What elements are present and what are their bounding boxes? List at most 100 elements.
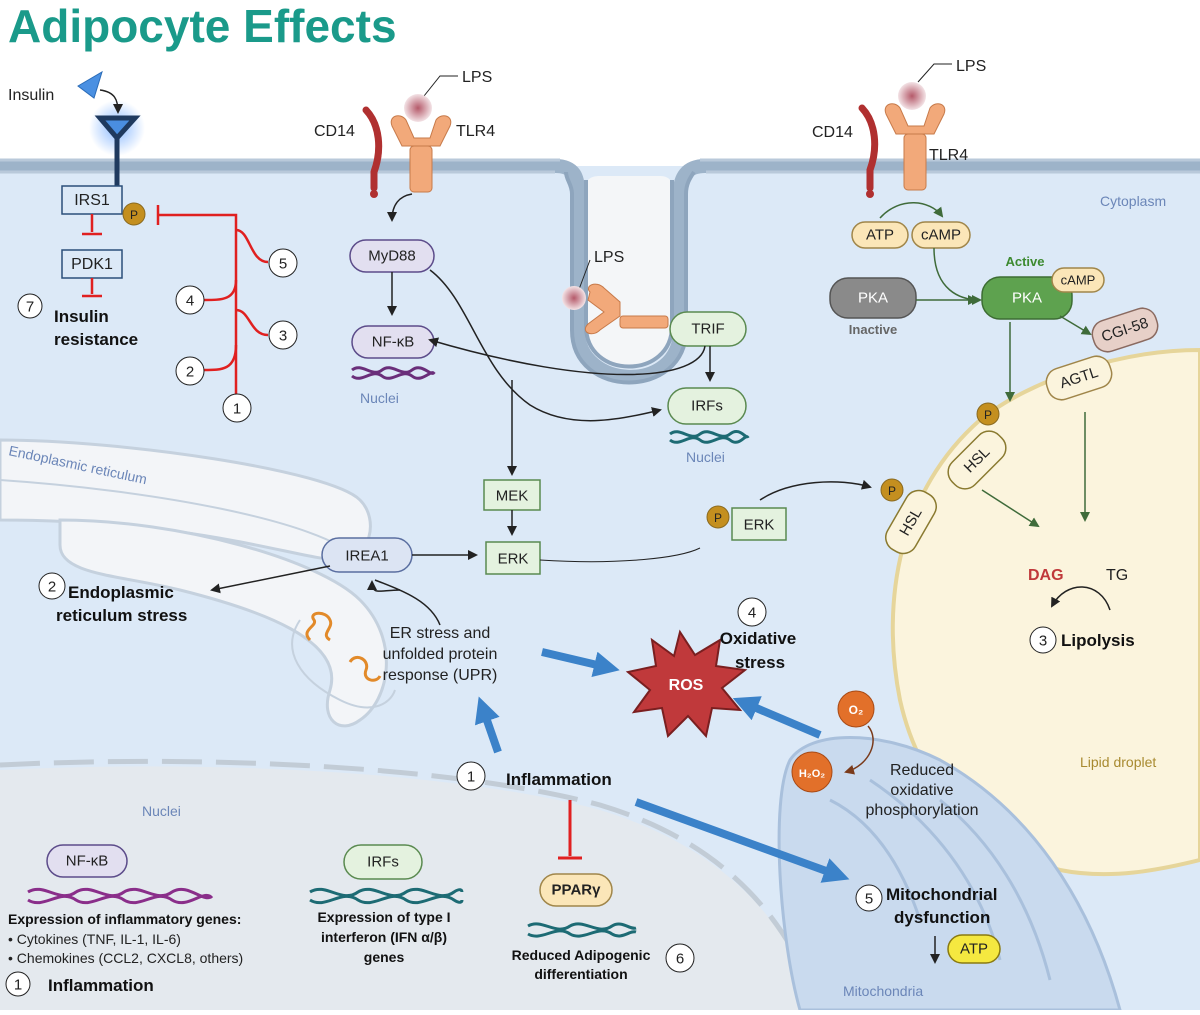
reduced-ox-2-label: oxidative [890,782,953,799]
ox-stress-1-label: Oxidative [720,629,797,648]
h2o2-label: H₂O₂ [799,768,825,780]
atp-top-node [851,221,909,249]
mek-label: MEK [496,488,529,505]
inflammation-center-label: Inflammation [506,770,612,789]
tg-label: TG [1106,567,1128,584]
mitochondria-label: Mitochondria [843,983,923,999]
camp-pka-label: cAMP [1061,273,1096,288]
p-label: P [984,408,992,422]
insulin-resistance-1: Insulin [54,307,109,326]
irs1-label: IRS1 [74,192,110,209]
phospho-erk-icon [706,505,730,529]
o2-label: O₂ [849,703,864,717]
erk-node-2 [731,507,787,541]
er-stress-1-label: Endoplasmic [68,583,174,602]
endosome [585,176,673,365]
pdk1-box [61,249,123,279]
erk-2-label: ERK [744,517,775,534]
agtl-node [1045,355,1113,401]
trif-node [669,311,747,347]
nucleus-region [0,766,820,1010]
reduced-ox-1-label: Reduced [890,762,954,779]
pdk1-label: PDK1 [71,256,113,273]
camp-pka-node [1051,267,1105,293]
inflammation-bottom-label: Inflammation [48,976,154,995]
tlr4-endosome-icon [584,283,669,335]
n5-left-label: 5 [279,256,287,273]
p-label: P [888,484,896,498]
insulin-resistance-2: resistance [54,330,138,349]
mito-dys-2-label: dysfunction [894,908,990,927]
trif-label: TRIF [691,321,724,338]
p-label: P [714,511,722,525]
irs1-box [61,185,123,215]
n2-er-label: 2 [48,579,56,596]
cell-membrane [0,159,1200,384]
cytokines-label: • Cytokines (TNF, IL-1, IL-6) [8,931,181,947]
n4-left-label: 4 [186,293,194,310]
mitochondria-shape [777,736,1122,1012]
chemokines-label: • Chemokines (CCL2, CXCL8, others) [8,950,243,966]
upr-2-label: unfolded protein [383,646,498,663]
tlr4-right-label: TLR4 [929,147,968,164]
lipid-droplet-label: Lipid droplet [1080,754,1156,770]
atp-bottom-label: ATP [960,941,988,958]
n1-bottom-label: 1 [14,977,22,994]
n6-label: 6 [676,951,684,968]
myd88-label: MyD88 [368,248,416,265]
inactive-label: Inactive [849,322,897,337]
dna-top-left-icon [351,366,436,380]
cd14-right-label: CD14 [812,124,853,141]
upr-3-label: response (UPR) [383,667,498,684]
pparg-node [539,873,613,907]
lipolysis-label: Lipolysis [1061,631,1135,650]
pka-inactive-label: PKA [858,290,888,307]
misfolded-protein-icon-1 [305,611,333,642]
phospho-icon [122,202,146,226]
n3-left-label: 3 [279,328,287,345]
page-title: Adipocyte Effects [8,0,397,52]
dna-bottom-mid-icon [309,887,464,905]
erk-node-1 [485,541,541,575]
cgi58-node [1091,307,1159,353]
insulin-receptor-icon [94,115,141,186]
cd14-left-icon [362,106,383,192]
irfs-top-label: IRFs [691,398,723,415]
irfs-bottom-label: IRFs [367,854,399,871]
hsl-node-1 [947,430,1007,490]
irfs-top-node [667,387,747,425]
tlr4-left-label: TLR4 [456,123,495,140]
h2o2-icon [791,751,833,793]
lps-left-label: LPS [462,69,492,86]
lps-right-label: LPS [956,58,986,75]
atp-top-label: ATP [866,227,894,244]
misfolded-protein-icon-2 [348,656,382,682]
mito-dys-1-label: Mitochondrial [886,885,997,904]
ifn-1-label: Expression of type I [317,909,450,925]
dna-bottom-left-icon [27,887,214,905]
dna-bottom-right-icon [527,922,637,938]
cd14-left-label: CD14 [314,123,355,140]
hsl-node-2 [885,489,937,555]
atp-bottom-node [947,934,1001,964]
insulin-label: Insulin [8,87,54,104]
erk-1-label: ERK [498,551,529,568]
er-stress-2-label: reticulum stress [56,606,187,625]
tlr4-right-icon [884,103,946,191]
ifn-2-label: interferon (IFN α/β) [321,929,447,945]
cd14-right-icon [858,104,879,192]
camp-top-label: cAMP [921,227,961,244]
nfkb-bottom-label: NF-κB [66,853,109,870]
ox-stress-2-label: stress [735,653,785,672]
inhibition-tree [156,205,269,395]
dag-label: DAG [1028,567,1064,584]
ifn-3-label: genes [364,949,405,965]
adipo-1-label: Reduced Adipogenic [512,947,651,963]
nfkb-bottom-node [46,844,128,878]
cytoplasm-label: Cytoplasm [1100,193,1166,209]
ros-starburst [625,629,748,739]
ros-label: ROS [669,677,704,694]
pka-active-node [981,276,1073,320]
tlr4-left-icon [390,115,452,193]
